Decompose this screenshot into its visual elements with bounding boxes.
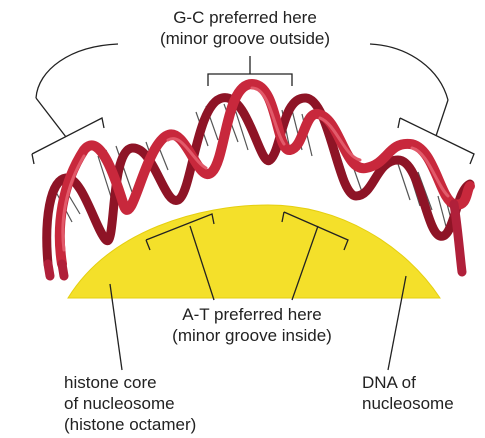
dna-label-line2: nucleosome — [362, 393, 480, 414]
histone-core-label-line2: of nucleosome — [64, 393, 264, 414]
dna-label: DNA of nucleosome — [362, 372, 480, 414]
at-label-line2: (minor groove inside) — [132, 325, 372, 346]
histone-core-shape — [68, 205, 440, 298]
at-label: A-T preferred here (minor groove inside) — [132, 304, 372, 346]
histone-core-label: histone core of nucleosome (histone octa… — [64, 372, 264, 435]
histone-core-label-line1: histone core — [64, 372, 264, 393]
at-label-line1: A-T preferred here — [132, 304, 372, 325]
histone-core-label-line3: (histone octamer) — [64, 414, 264, 435]
gc-label-line2: (minor groove outside) — [120, 28, 370, 49]
gc-label: G-C preferred here (minor groove outside… — [120, 7, 370, 49]
gc-label-line1: G-C preferred here — [120, 7, 370, 28]
dna-label-line1: DNA of — [362, 372, 480, 393]
